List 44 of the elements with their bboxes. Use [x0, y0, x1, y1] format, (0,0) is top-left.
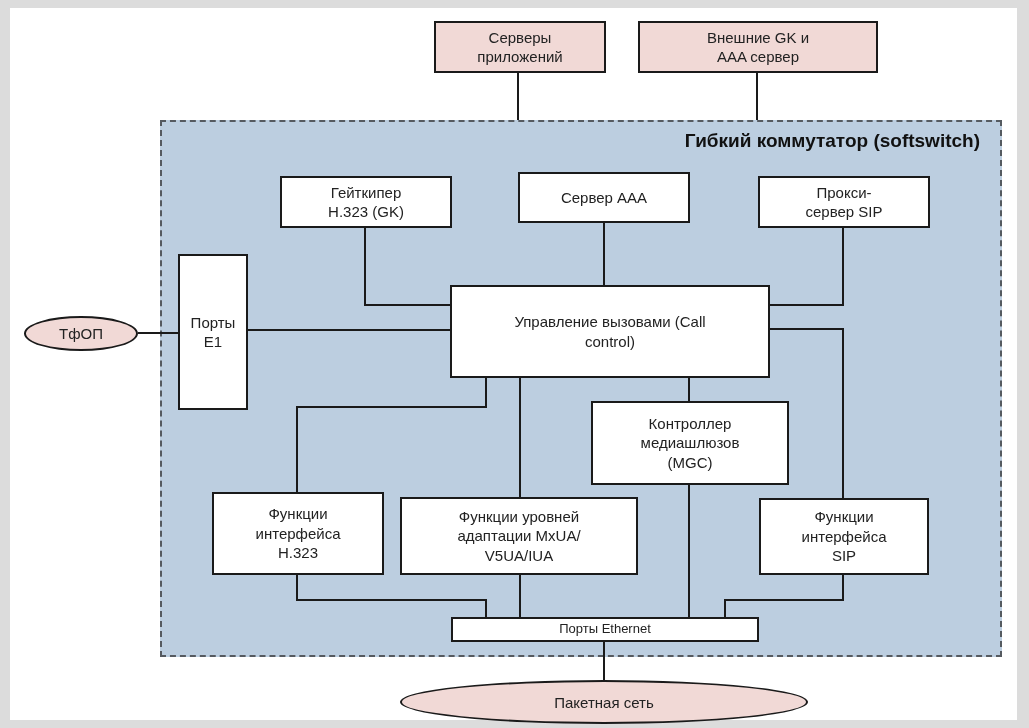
group-title: Гибкий коммутатор (softswitch) — [684, 130, 980, 152]
connector-line — [519, 377, 521, 498]
box-label: Порты E1 — [189, 312, 237, 352]
box-label: Контроллер медиашлюзов (MGC) — [639, 413, 741, 473]
connector-line — [519, 574, 521, 618]
server-box — [638, 21, 878, 73]
connector-line — [769, 227, 844, 306]
box-label: Функции интерфейса H.323 — [254, 504, 342, 563]
box-label: Внешние GK и AAA сервер — [705, 27, 811, 67]
box-label: Сервер AAA — [560, 187, 648, 208]
box-label: Прокси-сервер SIP — [804, 182, 884, 222]
connector-line — [603, 641, 605, 681]
softswitch-area — [160, 120, 1002, 657]
connector-line — [364, 227, 451, 306]
function-box — [178, 254, 248, 410]
connector-line — [756, 72, 758, 121]
function-box — [450, 285, 770, 378]
function-box — [591, 401, 789, 485]
function-box — [280, 176, 452, 228]
connector-line — [137, 332, 179, 334]
box-label: Управление вызовами (Call control) — [513, 312, 707, 351]
port-box — [451, 617, 759, 642]
connector-line — [724, 574, 844, 618]
connector-line — [769, 328, 844, 499]
connector-line — [688, 377, 690, 402]
function-box — [759, 498, 929, 575]
server-box — [434, 21, 606, 73]
box-label: Функции уровней адаптации MxUA/ V5UA/IUA — [456, 506, 582, 566]
connector-line — [603, 222, 605, 286]
box-label: Функции интерфейса SIP — [800, 507, 888, 566]
function-box — [400, 497, 638, 575]
function-box — [518, 172, 690, 223]
connector-line — [296, 574, 487, 618]
function-box — [758, 176, 930, 228]
function-box — [212, 492, 384, 575]
connector-line — [517, 72, 519, 121]
connector-line — [296, 377, 487, 493]
box-label: Порты Ethernet — [559, 621, 651, 638]
box-label: Серверы приложений — [476, 27, 564, 67]
box-label: ТфОП — [59, 325, 103, 342]
box-label: Пакетная сеть — [554, 693, 654, 711]
connector-line — [247, 329, 451, 331]
box-label: Гейткипер H.323 (GK) — [327, 182, 405, 222]
connector-line — [688, 484, 690, 618]
